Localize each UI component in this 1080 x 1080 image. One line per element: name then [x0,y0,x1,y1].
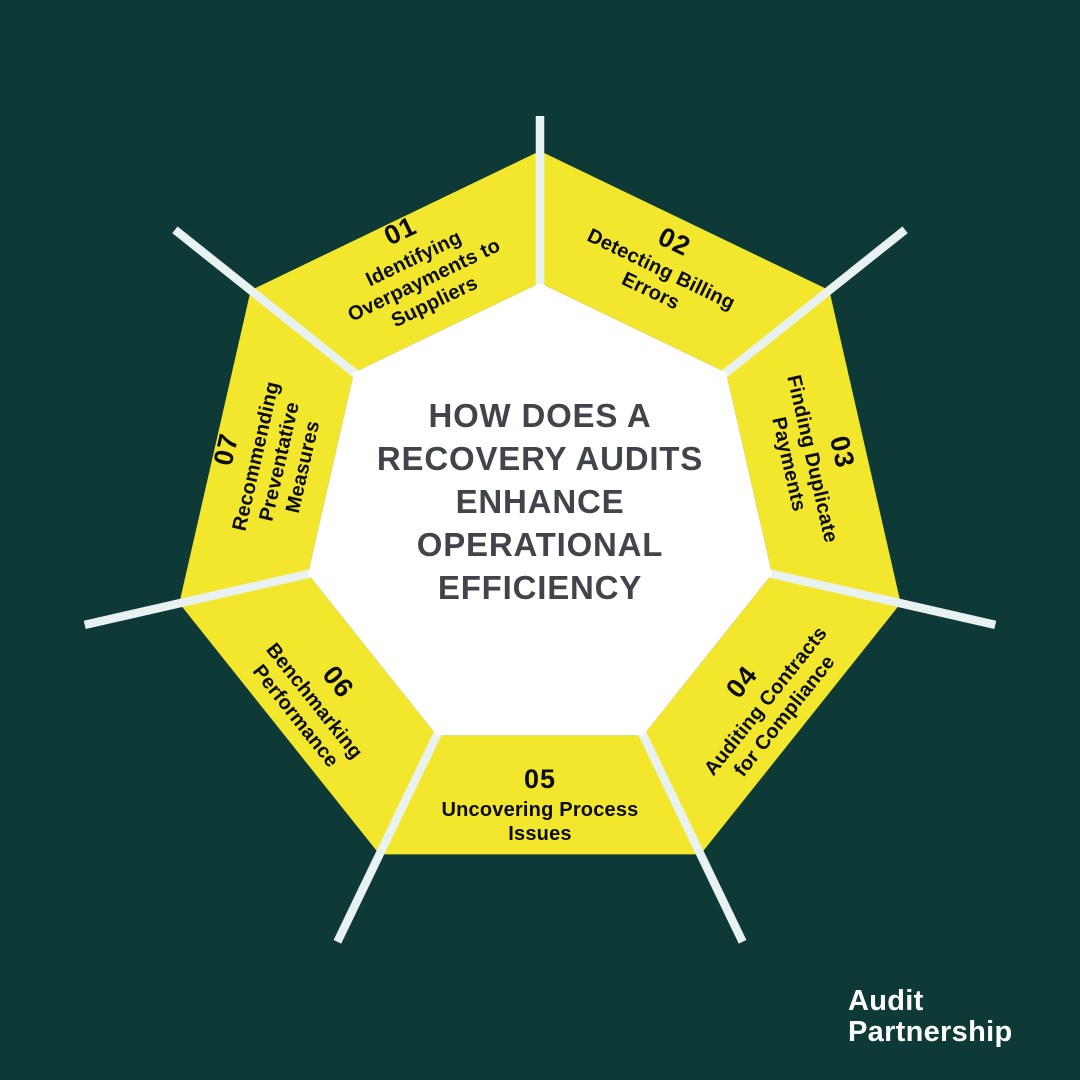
title-line-2: RECOVERY AUDITS [377,440,703,477]
center-title: HOW DOES A RECOVERY AUDITS ENHANCE OPERATIO… [377,397,703,606]
divider-spoke-7 [720,226,908,379]
title-line-3: ENHANCE [456,483,625,520]
logo: Audit Partnership [848,985,1012,1048]
divider-spoke-3 [83,568,313,630]
title-line-4: OPERATIONAL [417,526,664,563]
segment-07-number: 07 [208,430,244,468]
logo-line-1: Audit [848,985,924,1017]
segment-05-number: 05 [524,764,556,794]
segment-03-number: 03 [824,433,860,471]
segment-07-shape [179,290,354,604]
title-line-1: HOW DOES A [428,397,651,434]
divider-spokes [83,116,997,944]
segment-04-shape [643,574,901,855]
divider-spoke-6 [767,568,997,630]
segment-01-shape [250,151,540,373]
segment-03-shape [726,290,901,604]
segment-05-label-line-2: Issues [508,823,571,845]
logo-line-2: Partnership [848,1016,1012,1048]
title-line-5: EFFICIENCY [438,569,642,606]
divider-spoke-2 [172,226,360,379]
divider-spoke-5 [637,729,747,944]
divider-spoke-4 [333,729,443,944]
segment-05-label-line-1: Uncovering Process [441,799,638,821]
ring-segments [179,151,901,855]
center-heptagon [308,283,772,736]
segment-06-shape [179,574,437,855]
segment-02-shape [540,151,830,373]
segment-05-shape [379,735,701,855]
